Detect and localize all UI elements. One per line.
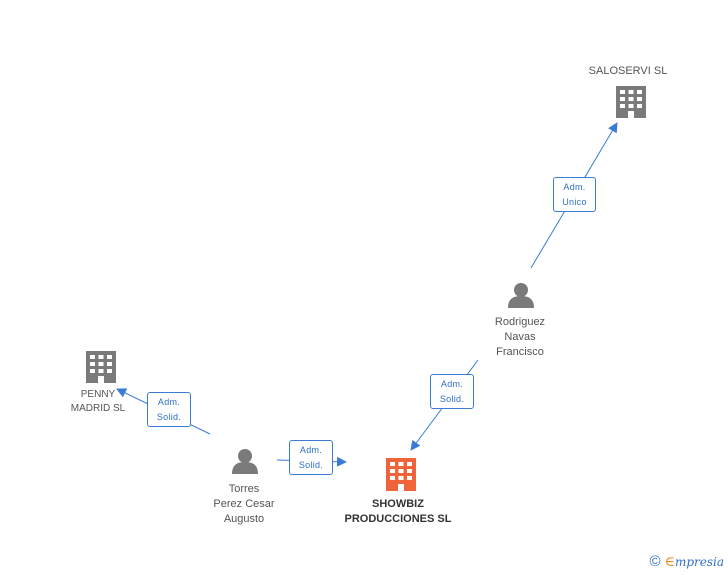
empresia-logo[interactable]: ∈mpresia (665, 555, 724, 569)
rodriguez-person-icon[interactable] (508, 283, 534, 308)
edge-label-torres-penny: Adm. Solid. (147, 392, 191, 427)
showbiz-building-icon[interactable] (386, 458, 416, 491)
edge-label-rodriguez-showbiz: Adm. Solid. (430, 374, 474, 409)
brand-rest: mpresia (674, 554, 724, 569)
penny-label[interactable]: PENNY MADRID SL (70, 389, 126, 414)
edge-label-rodriguez-saloservi: Adm. Unico (553, 177, 596, 212)
brand-initial: ∈ (664, 553, 675, 570)
torres-label[interactable]: Torres Perez Cesar Augusto (213, 483, 275, 525)
showbiz-label[interactable]: SHOWBIZ PRODUCCIONES SL (344, 498, 452, 525)
rodriguez-label[interactable]: Rodriguez Navas Francisco (494, 316, 546, 358)
penny-building-icon[interactable] (86, 351, 116, 383)
torres-person-icon[interactable] (232, 449, 258, 474)
copyright-brand[interactable]: © ∈mpresia (650, 554, 725, 569)
edge-label-torres-showbiz: Adm. Solid. (289, 440, 333, 475)
saloservi-building-icon[interactable] (616, 86, 646, 118)
copyright-icon: © (649, 553, 661, 570)
saloservi-label[interactable]: SALOSERVI SL (588, 65, 668, 77)
